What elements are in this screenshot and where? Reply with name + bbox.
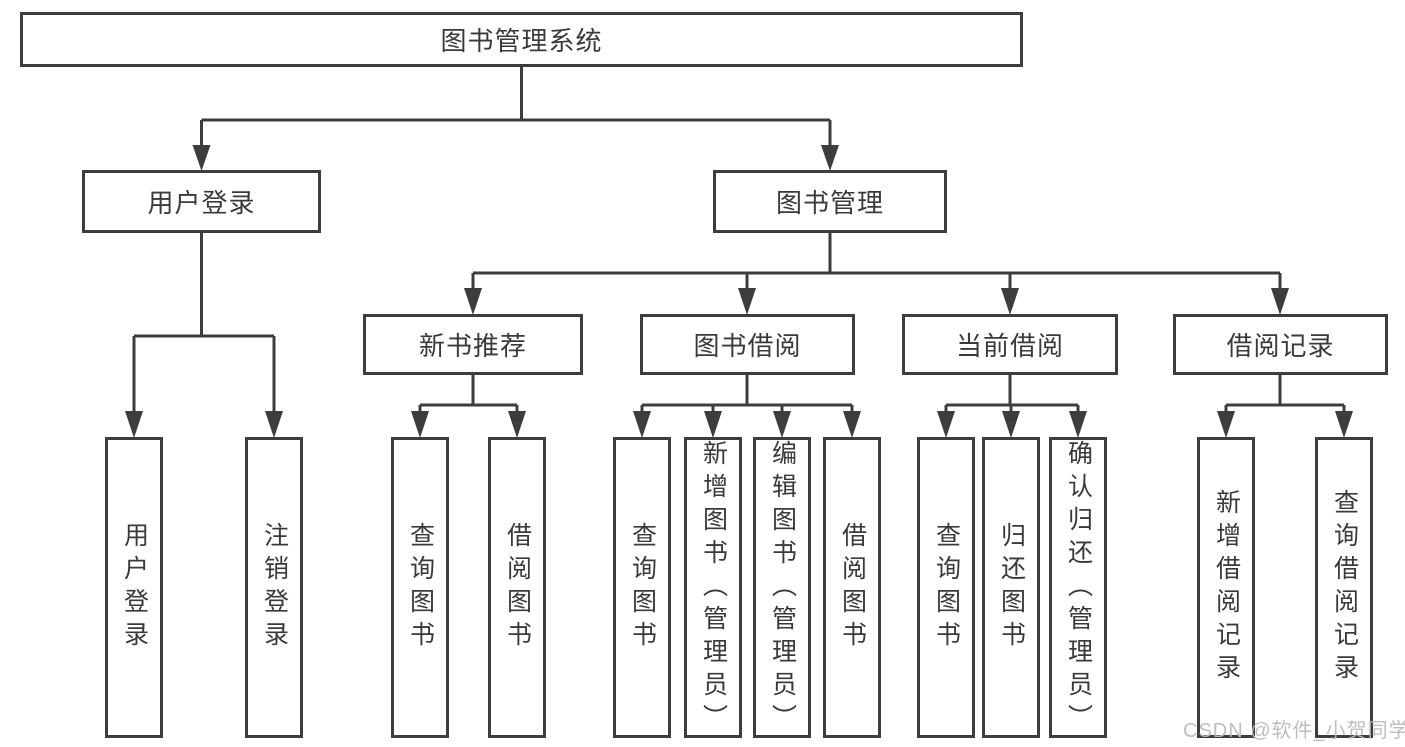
connector-borrow-records-to-leaves — [1217, 375, 1353, 438]
arrowhead — [1335, 411, 1353, 438]
leaf-add-book-admin: 新增图书（管理员） — [684, 437, 742, 738]
node-new-book-recommend: 新书推荐 — [363, 314, 583, 375]
connector-new-book-to-leaves — [411, 375, 526, 438]
arrowhead — [704, 411, 722, 438]
arrowhead — [773, 411, 791, 438]
arrowhead — [1069, 411, 1087, 438]
arrowhead — [1001, 288, 1019, 315]
leaf-borrow-books-recommend: 借阅图书 — [488, 437, 546, 738]
leaf-logout: 注销登录 — [245, 437, 303, 738]
arrowhead — [937, 411, 955, 438]
arrowhead — [265, 411, 283, 438]
node-borrowing-records: 借阅记录 — [1173, 314, 1388, 375]
leaf-user-login: 用户登录 — [105, 437, 163, 738]
leaf-query-books-current: 查询图书 — [917, 437, 975, 738]
arrowhead — [821, 145, 839, 171]
node-book-management: 图书管理 — [713, 170, 947, 233]
leaf-confirm-return-admin: 确认归还（管理员） — [1049, 437, 1107, 738]
node-book-borrowing: 图书借阅 — [640, 314, 855, 375]
arrowhead — [1002, 411, 1020, 438]
connector-book-management-to-level2 — [464, 233, 1289, 315]
connector-root-to-level1 — [192, 67, 839, 171]
leaf-query-borrow-record: 查询借阅记录 — [1315, 437, 1373, 738]
connector-user-login-to-leaves — [125, 233, 283, 438]
node-user-login: 用户登录 — [82, 170, 321, 233]
arrowhead — [738, 288, 756, 315]
leaf-return-books: 归还图书 — [982, 437, 1040, 738]
arrowhead — [1217, 411, 1235, 438]
node-current-borrowing: 当前借阅 — [902, 314, 1118, 375]
leaf-add-borrow-record: 新增借阅记录 — [1197, 437, 1255, 738]
connector-current-borrow-to-leaves — [937, 375, 1087, 438]
leaf-query-books-borrowing: 查询图书 — [613, 437, 671, 738]
connector-book-borrow-to-leaves — [633, 375, 861, 438]
node-root: 图书管理系统 — [20, 12, 1023, 67]
arrowhead — [843, 411, 861, 438]
arrowhead — [411, 411, 429, 438]
arrowhead — [125, 411, 143, 438]
leaf-query-books-recommend: 查询图书 — [391, 437, 449, 738]
watermark: CSDN @软件_小贺同学 — [1183, 720, 1405, 742]
arrowhead — [633, 411, 651, 438]
arrowhead — [192, 145, 211, 171]
arrowhead — [1271, 288, 1289, 315]
arrowhead — [464, 288, 482, 315]
leaf-edit-book-admin: 编辑图书（管理员） — [753, 437, 811, 738]
leaf-borrow-books-borrowing: 借阅图书 — [823, 437, 881, 738]
arrowhead — [508, 411, 526, 438]
